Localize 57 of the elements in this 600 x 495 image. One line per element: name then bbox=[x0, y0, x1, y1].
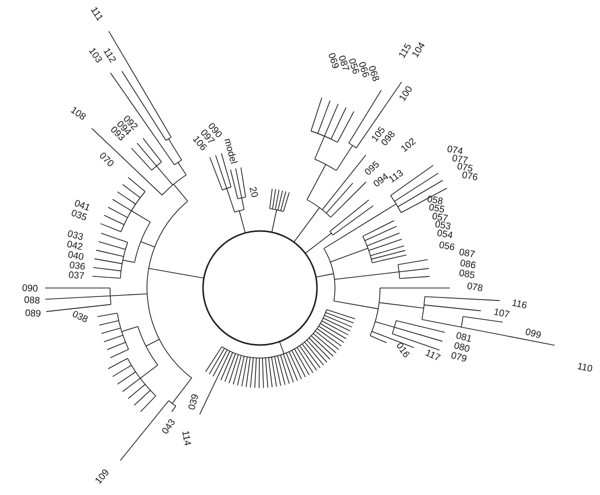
leaf-label: 039 bbox=[188, 394, 198, 410]
leaf-label: 078 bbox=[467, 282, 483, 292]
leaf-label: 087 bbox=[460, 248, 475, 258]
leaf-label: 090 bbox=[22, 284, 38, 292]
leaf-label: 113 bbox=[389, 170, 403, 183]
leaf-label: 043 bbox=[162, 419, 175, 434]
leaf-label: 038 bbox=[72, 310, 88, 322]
leaf-label: 20 bbox=[250, 186, 258, 197]
leaf-label: 088 bbox=[24, 296, 40, 304]
leaf-label: 112 bbox=[104, 48, 116, 63]
leaf-label: 074 bbox=[448, 146, 462, 154]
leaf-label: 069 bbox=[328, 53, 339, 68]
leaf-label: 094 bbox=[374, 173, 388, 186]
leaf-label: 085 bbox=[459, 270, 475, 278]
leaf-label: 099 bbox=[526, 328, 541, 338]
leaf-label: 095 bbox=[364, 160, 379, 175]
leaf-label: 111 bbox=[90, 7, 103, 22]
leaf-label: model bbox=[224, 138, 238, 164]
leaf-label: 056 bbox=[349, 58, 360, 74]
leaf-label: 076 bbox=[462, 172, 478, 180]
leaf-label: 033 bbox=[68, 230, 84, 240]
leaf-label: 086 bbox=[460, 260, 476, 268]
leaf-label: 057 bbox=[432, 212, 448, 222]
leaf-label: 040 bbox=[68, 251, 84, 260]
leaf-label: 041 bbox=[74, 200, 90, 211]
leaf-label: 080 bbox=[454, 342, 470, 352]
leaf-label: 110 bbox=[578, 362, 592, 372]
leaf-label: 058 bbox=[428, 196, 443, 204]
leaf-label: 042 bbox=[67, 240, 82, 250]
leaf-label: 066 bbox=[359, 62, 370, 78]
leaf-label: 115 bbox=[399, 43, 411, 58]
leaf-label: 053 bbox=[435, 220, 450, 230]
leaf-label: 089 bbox=[25, 309, 40, 317]
leaf-label: 070 bbox=[100, 152, 114, 166]
leaf-label: 116 bbox=[512, 300, 527, 308]
leaf-label: 103 bbox=[88, 48, 102, 62]
leaf-label: 077 bbox=[452, 154, 468, 164]
leaf-label: 109 bbox=[96, 469, 108, 484]
leaf-label: 016 bbox=[396, 342, 410, 358]
leaf-label: 108 bbox=[70, 107, 86, 120]
leaf-label: 107 bbox=[494, 308, 510, 318]
leaf-label: 102 bbox=[401, 138, 416, 152]
leaf-label: 081 bbox=[456, 332, 471, 342]
leaf-label: 087 bbox=[339, 56, 350, 70]
leaf-label: 114 bbox=[182, 431, 192, 446]
leaf-label: 079 bbox=[451, 352, 466, 362]
leaf-label: 054 bbox=[437, 230, 452, 238]
leaf-label: 117 bbox=[425, 350, 441, 360]
leaf-label: 035 bbox=[72, 210, 88, 220]
leaf-label: 036 bbox=[70, 262, 85, 270]
leaf-label: 100 bbox=[400, 86, 412, 102]
leaf-label: 037 bbox=[68, 271, 84, 279]
leaf-label: 055 bbox=[429, 204, 444, 212]
leaf-label: 068 bbox=[369, 66, 380, 82]
leaf-label: 075 bbox=[458, 162, 473, 172]
leaf-label: 056 bbox=[439, 242, 455, 250]
leaf-label: 104 bbox=[412, 42, 425, 58]
